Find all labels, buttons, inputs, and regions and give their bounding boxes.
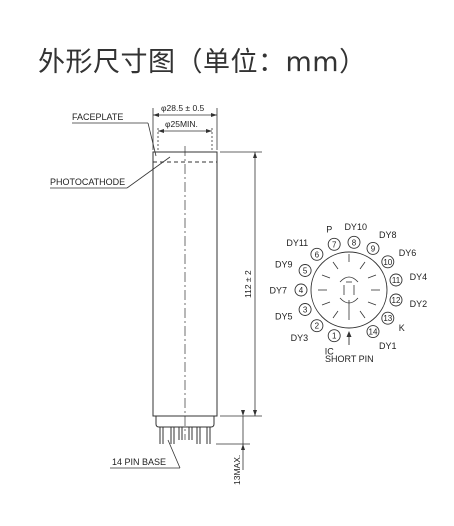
pin-label-3: DY5	[275, 312, 293, 322]
pin-number-12: 12	[392, 296, 401, 305]
pin-number-10: 10	[383, 258, 392, 267]
pin-number-3: 3	[303, 306, 308, 315]
pin-number-2: 2	[315, 322, 320, 331]
pin-length-dimension: 13MAX.	[232, 455, 242, 485]
pin-label-6: DY11	[286, 238, 308, 248]
pin-circle-12	[389, 293, 403, 307]
tube-body	[152, 146, 218, 444]
pin-label-8: DY10	[344, 222, 367, 232]
base-outline	[155, 416, 215, 428]
pin-circle-9	[366, 241, 380, 255]
pin-label-4: DY7	[269, 286, 287, 296]
pin-circle-3	[298, 303, 312, 316]
pin-number-9: 9	[371, 244, 376, 253]
pin-circle-4	[294, 283, 308, 297]
cathode-diameter-dimension: φ25MIN.	[165, 119, 198, 129]
outer-diameter-dimension: φ28.5 ± 0.5	[161, 103, 205, 113]
pin-number-1: 1	[332, 332, 337, 341]
base-pins	[159, 427, 211, 444]
pin-label-5: DY9	[275, 260, 293, 270]
pin-diagram-circle	[310, 251, 388, 329]
base-label: 14 PIN BASE	[112, 457, 166, 467]
pin-label-9: DY8	[379, 230, 397, 240]
pin-circle-6	[310, 247, 324, 261]
short-pin-label: SHORT PIN	[325, 354, 374, 364]
pin-number-14: 14	[369, 328, 378, 337]
pin-number-7: 7	[332, 240, 337, 249]
pin-circle-7	[327, 237, 341, 251]
pin-label-2: DY3	[291, 333, 309, 343]
pin-circle-8	[347, 235, 361, 249]
photocathode-label: PHOTOCATHODE	[50, 177, 125, 187]
pin-number-13: 13	[383, 314, 392, 323]
pin-circle-10	[381, 255, 395, 269]
pin-circle-5	[298, 264, 312, 277]
dimension-arrows	[153, 113, 257, 450]
pin-number-8: 8	[352, 238, 357, 247]
pin-number-4: 4	[299, 286, 304, 295]
dimension-lines	[50, 108, 262, 470]
pin-circle-2	[310, 319, 324, 333]
pin-label-13: K	[399, 323, 405, 333]
pin-label-7: P	[326, 225, 332, 235]
faceplate-label: FACEPLATE	[72, 112, 123, 122]
pin-diagram	[310, 251, 388, 345]
pin-label-1: IC	[325, 346, 335, 356]
pin-label-14: DY1	[379, 341, 397, 351]
pin-label-12: DY2	[410, 299, 428, 309]
short-pin-arrow	[346, 331, 352, 337]
pin-circle-11	[389, 273, 403, 287]
page-title: 外形尺寸图（单位：mm）	[38, 47, 367, 78]
pin-circle-1	[327, 329, 341, 343]
pin-circle-13	[381, 311, 395, 325]
pin-number-5: 5	[303, 267, 308, 276]
pin-number-11: 11	[392, 276, 401, 285]
electrode-structure	[318, 254, 380, 320]
pin-label-11: DY4	[410, 272, 428, 282]
pin-circle-14	[366, 325, 380, 339]
length-dimension: 112 ± 2	[243, 270, 253, 298]
pin-label-10: DY6	[399, 248, 417, 258]
pin-number-6: 6	[315, 250, 320, 259]
